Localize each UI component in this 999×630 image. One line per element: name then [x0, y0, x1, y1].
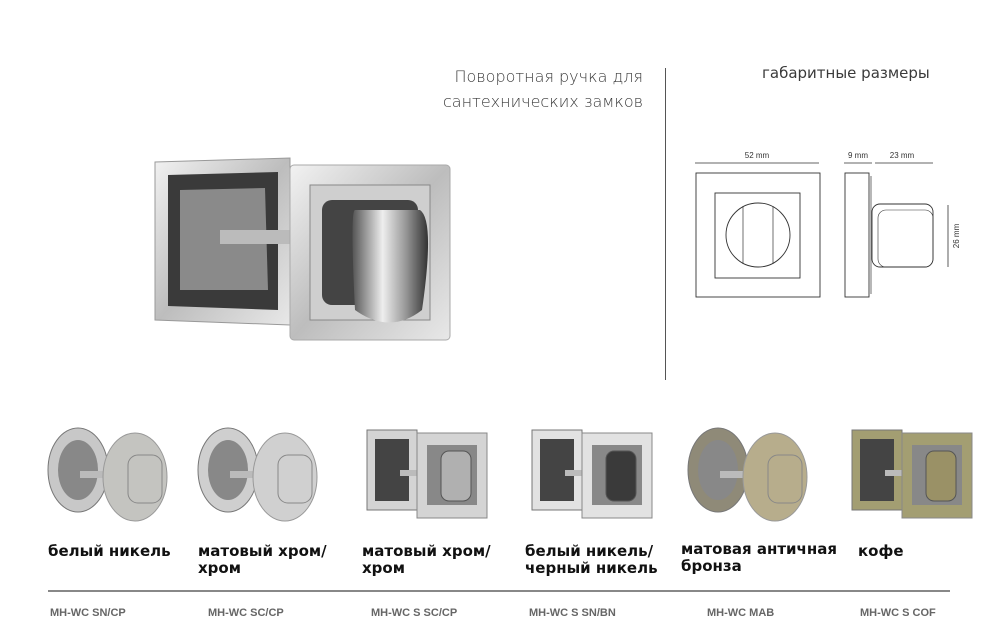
product-name: матовый хром/хром — [362, 543, 491, 577]
product-code: MH-WC SC/CP — [208, 607, 284, 619]
product-thumbnail — [531, 429, 653, 519]
product-thumbnail — [366, 429, 488, 519]
title-line-2: сантехнических замков — [442, 92, 643, 111]
product-name-line: матовый хром/ — [198, 542, 327, 560]
dim-width: 52 mm — [745, 151, 770, 160]
product-name-line: белый никель/ — [525, 542, 654, 560]
dimension-drawing: 52 mm 9 mm 23 mm 26 mm — [695, 151, 961, 298]
product-title: Поворотная ручка для сантехнических замк… — [443, 64, 643, 114]
horizontal-rule — [48, 590, 950, 592]
product-name-line: белый никель — [48, 542, 171, 560]
product-name: белый никель — [48, 543, 171, 560]
product-name: кофе — [858, 543, 904, 560]
product-thumbnail — [687, 427, 808, 522]
dimensions-title: габаритные размеры — [762, 64, 930, 82]
product-code: MH-WC S SN/BN — [529, 607, 616, 619]
product-name-line: черный никель — [525, 559, 658, 577]
product-code: MH-WC S COF — [860, 607, 936, 619]
dim-base-depth: 9 mm — [848, 151, 868, 160]
hero-product-image — [154, 157, 451, 341]
product-name: белый никель/черный никель — [525, 543, 658, 577]
product-thumbnail — [851, 429, 973, 519]
product-name: матовый хром/хром — [198, 543, 327, 577]
product-code: MH-WC MAB — [707, 607, 775, 619]
product-thumbnail — [47, 427, 168, 522]
dim-knob-depth: 23 mm — [890, 151, 915, 160]
product-code: MH-WC SN/CP — [50, 607, 126, 619]
product-name-line: матовый хром/ — [362, 542, 491, 560]
title-line-1: Поворотная ручка для — [454, 67, 643, 86]
product-name-line: кофе — [858, 542, 904, 560]
product-name-line: хром — [362, 559, 405, 577]
product-code: MH-WC S SC/CP — [371, 607, 458, 619]
product-thumbnail — [197, 427, 318, 522]
product-name-line: бронза — [681, 557, 742, 575]
product-name-line: хром — [198, 559, 241, 577]
vertical-divider — [665, 68, 666, 380]
dim-knob-height: 26 mm — [952, 223, 961, 248]
product-name-line: матовая античная — [681, 540, 837, 558]
